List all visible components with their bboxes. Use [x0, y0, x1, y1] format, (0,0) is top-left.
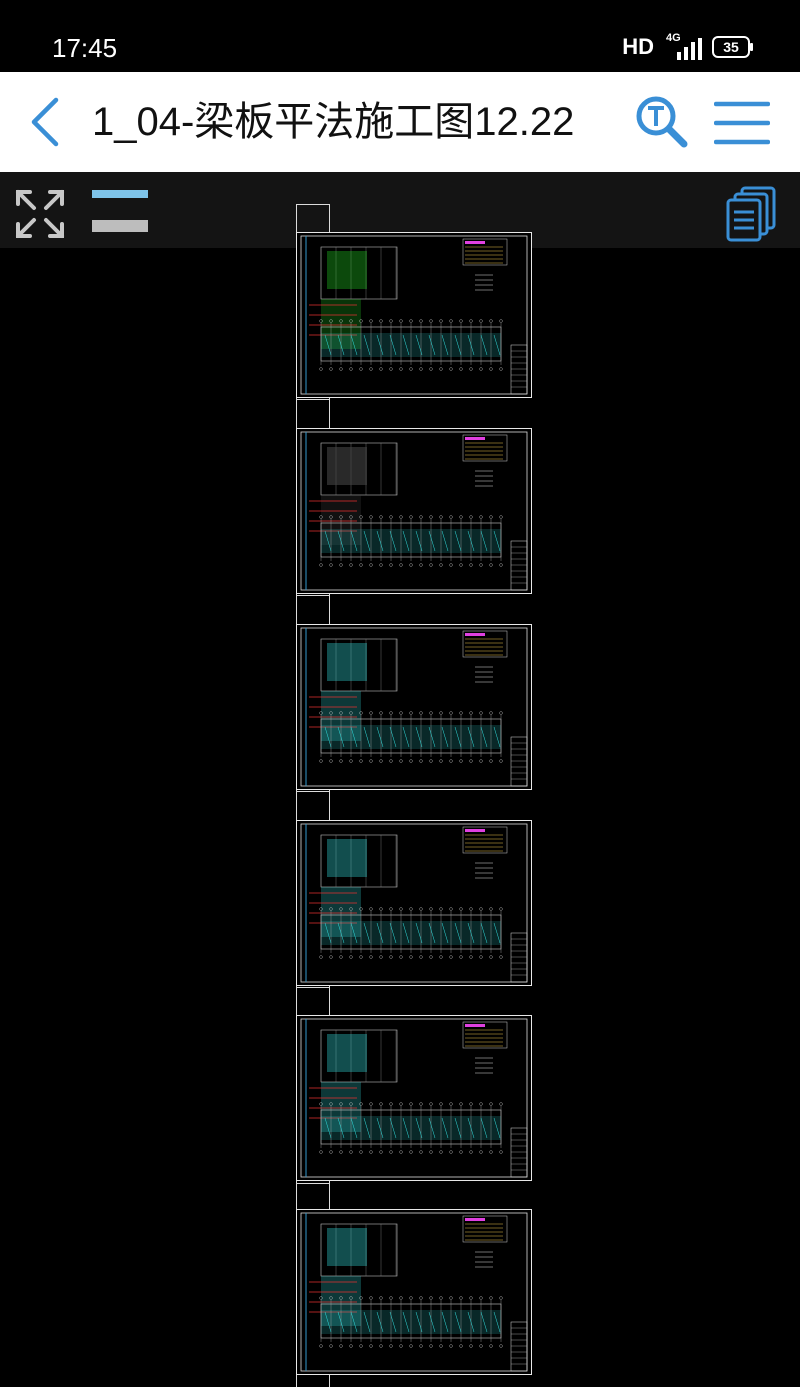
- fullscreen-expand-icon: [16, 190, 64, 238]
- drawing-sheet[interactable]: [296, 1015, 532, 1181]
- hamburger-menu-icon: [713, 101, 771, 145]
- drawing-sheet[interactable]: [296, 428, 532, 594]
- page-list-icon: [726, 186, 776, 242]
- hd-indicator: HD: [622, 34, 654, 59]
- drawing-sheet[interactable]: [296, 624, 532, 790]
- layer-toggle-icon: [92, 190, 148, 198]
- text-search-icon: [636, 96, 688, 148]
- network-type: 4G: [666, 32, 681, 44]
- status-time: 17:45: [52, 33, 118, 63]
- drawing-sheet[interactable]: [296, 1209, 532, 1375]
- menu-button[interactable]: [713, 98, 771, 148]
- drawing-sheet[interactable]: [296, 820, 532, 986]
- search-button[interactable]: [634, 94, 690, 150]
- battery-icon: 35: [712, 36, 753, 58]
- title-bar: 1_04-梁板平法施工图12.22: [0, 72, 800, 172]
- page-strip: [296, 204, 330, 1387]
- back-arrow-icon: [31, 97, 59, 147]
- page-title: 1_04-梁板平法施工图12.22: [92, 100, 575, 144]
- layer-toggle-button[interactable]: [90, 190, 150, 238]
- page-list-button[interactable]: [724, 184, 780, 242]
- drawing-sheet[interactable]: [296, 232, 532, 398]
- signal-icon: 4G: [664, 32, 702, 60]
- back-button[interactable]: [22, 94, 72, 150]
- status-icons: HD 4G 35: [622, 32, 753, 60]
- status-bar: 17:45 HD 4G 35: [0, 0, 800, 72]
- fullscreen-button[interactable]: [12, 186, 68, 242]
